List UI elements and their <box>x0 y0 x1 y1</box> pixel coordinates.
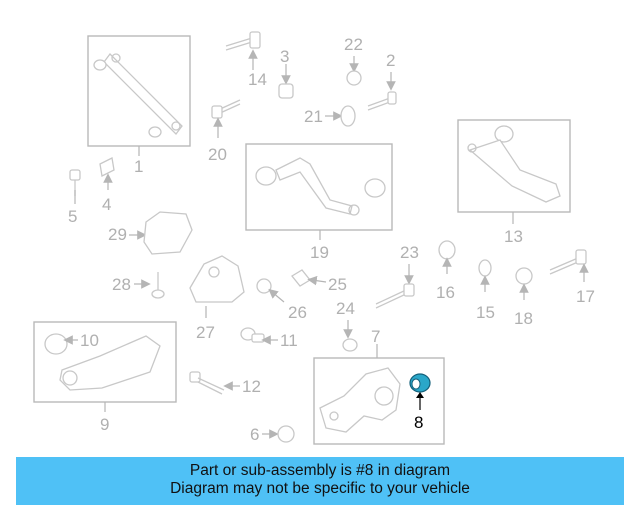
callout-2: 2 <box>386 51 395 70</box>
part-29-mount[interactable]: 29 <box>108 211 193 255</box>
banner-line-1: Part or sub-assembly is #8 in diagram <box>189 462 451 479</box>
callout-18: 18 <box>514 309 533 328</box>
part-7-knuckle[interactable]: 7 <box>313 327 445 445</box>
callout-5: 5 <box>68 207 77 226</box>
part-20-bolt[interactable]: 20 <box>208 99 241 164</box>
callout-26: 26 <box>288 303 307 322</box>
part-22-bushing[interactable]: 22 <box>344 35 363 86</box>
part-16-bushing[interactable]: 16 <box>436 240 456 302</box>
part-2-bolt[interactable]: 2 <box>367 51 397 111</box>
callout-27: 27 <box>196 323 215 342</box>
callout-28: 28 <box>112 275 131 294</box>
part-15-washer[interactable]: 15 <box>476 259 495 322</box>
callout-12: 12 <box>242 377 261 396</box>
part-12-bolt[interactable]: 12 <box>189 371 261 396</box>
callout-17: 17 <box>576 287 595 306</box>
callout-10: 10 <box>80 331 99 350</box>
part-11-bolt[interactable]: 11 <box>240 327 298 350</box>
callout-9: 9 <box>100 415 109 434</box>
callout-24: 24 <box>336 299 355 318</box>
callout-1: 1 <box>134 157 143 176</box>
callout-23: 23 <box>400 243 419 262</box>
part-23-bolt[interactable]: 23 <box>375 243 419 309</box>
part-19-control-arm[interactable]: 19 <box>245 143 393 262</box>
callout-8: 8 <box>414 413 423 432</box>
callout-15: 15 <box>476 303 495 322</box>
callout-25: 25 <box>328 275 347 294</box>
callout-20: 20 <box>208 145 227 164</box>
callout-7: 7 <box>371 327 380 346</box>
callout-11: 11 <box>280 331 298 350</box>
part-5-bolt[interactable]: 5 <box>68 169 81 226</box>
callout-22: 22 <box>344 35 363 54</box>
callout-14: 14 <box>248 70 267 89</box>
part-25-clip[interactable]: 25 <box>291 269 347 294</box>
part-26-bushing[interactable]: 26 <box>256 278 307 322</box>
part-6-nut[interactable]: 6 <box>250 425 295 444</box>
part-1-trailing-link[interactable]: 1 <box>87 35 191 176</box>
info-banner: Part or sub-assembly is #8 in diagram Di… <box>16 457 624 505</box>
banner-line-2: Diagram may not be specific to your vehi… <box>170 480 470 497</box>
part-13-lower-arm[interactable]: 13 <box>457 119 571 246</box>
part-17-bolt[interactable]: 17 <box>549 249 595 306</box>
callout-19: 19 <box>310 243 329 262</box>
part-14-bolt[interactable]: 14 <box>225 31 267 89</box>
callout-16: 16 <box>436 283 455 302</box>
part-3-nut[interactable]: 3 <box>278 47 294 99</box>
part-24-washer[interactable]: 24 <box>336 299 358 352</box>
part-18-nut[interactable]: 18 <box>514 267 533 328</box>
part-8-bushing[interactable]: 8 <box>409 373 431 432</box>
callout-4: 4 <box>102 195 111 214</box>
callout-21: 21 <box>304 107 323 126</box>
callout-13: 13 <box>504 227 523 246</box>
callout-6: 6 <box>250 425 259 444</box>
callout-29: 29 <box>108 225 127 244</box>
part-21-washer[interactable]: 21 <box>304 105 356 127</box>
part-4-clip[interactable]: 4 <box>99 157 115 214</box>
part-28-screw[interactable]: 28 <box>112 272 165 299</box>
callout-3: 3 <box>280 47 289 66</box>
part-27-bracket[interactable]: 27 <box>189 255 245 342</box>
part-9-trailing-arm[interactable]: 10 9 <box>33 321 177 434</box>
